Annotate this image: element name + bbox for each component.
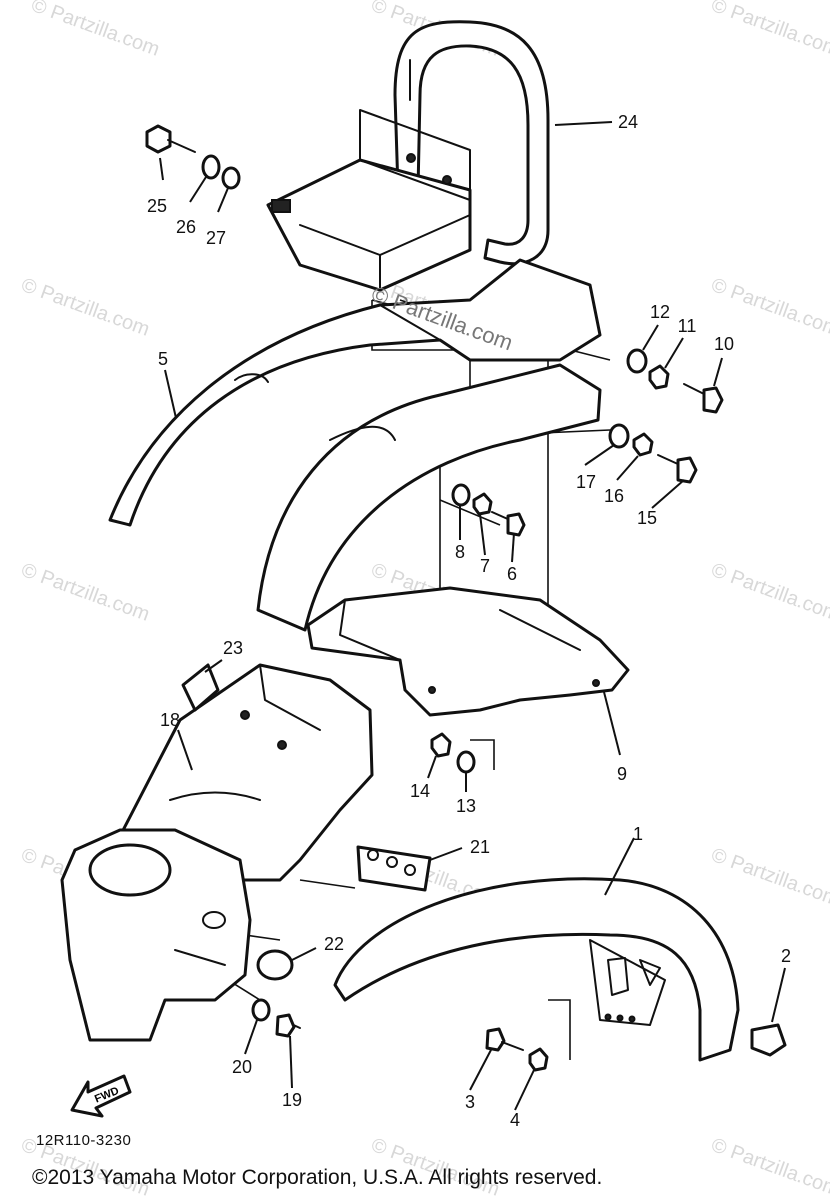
callout-5: 5 bbox=[158, 349, 168, 369]
watermark-text: © Partzilla.com bbox=[708, 559, 830, 626]
callout-27: 27 bbox=[206, 228, 226, 248]
copyright-notice: ©2013 Yamaha Motor Corporation, U.S.A. A… bbox=[32, 1166, 603, 1189]
callout-22: 22 bbox=[324, 934, 344, 954]
plate-21 bbox=[356, 845, 432, 892]
callout-8: 8 bbox=[455, 542, 465, 562]
rear-fender-upper bbox=[256, 363, 602, 632]
callout-12: 12 bbox=[650, 302, 670, 322]
watermark-text: © Partzilla.com bbox=[28, 0, 162, 61]
watermark-text: © Partzilla.com bbox=[708, 844, 830, 911]
hardware bbox=[145, 124, 787, 1072]
rear-fender-strip-5 bbox=[108, 258, 602, 527]
callout-6: 6 bbox=[507, 564, 517, 584]
callout-1: 1 bbox=[633, 824, 643, 844]
grab-bar-24 bbox=[266, 20, 550, 292]
fwd-arrow: FWD bbox=[70, 1074, 132, 1118]
callout-19: 19 bbox=[282, 1090, 302, 1110]
callout-4: 4 bbox=[510, 1110, 520, 1130]
watermark-text: © Partzilla.com bbox=[708, 274, 830, 341]
watermark-text: © Partzilla.com bbox=[708, 0, 830, 61]
front-fender-1 bbox=[333, 877, 740, 1062]
callout-20: 20 bbox=[232, 1057, 252, 1077]
leader-lines bbox=[159, 121, 786, 1111]
grommet-22 bbox=[256, 949, 294, 981]
callout-labels: 24 25 26 27 5 12 11 10 17 16 15 8 7 6 9 … bbox=[147, 112, 791, 1130]
callout-13: 13 bbox=[456, 796, 476, 816]
callout-17: 17 bbox=[576, 472, 596, 492]
watermark-text: © Partzilla.com bbox=[708, 1134, 830, 1200]
rear-fender-lower bbox=[60, 828, 252, 1042]
callout-24: 24 bbox=[618, 112, 638, 132]
watermark-text: © Partzilla.com bbox=[18, 559, 152, 626]
callout-16: 16 bbox=[604, 486, 624, 506]
callout-3: 3 bbox=[465, 1092, 475, 1112]
callout-23: 23 bbox=[223, 638, 243, 658]
callout-15: 15 bbox=[637, 508, 657, 528]
reflector-23 bbox=[181, 663, 220, 712]
callout-25: 25 bbox=[147, 196, 167, 216]
callout-18: 18 bbox=[160, 710, 180, 730]
callout-10: 10 bbox=[714, 334, 734, 354]
callout-14: 14 bbox=[410, 781, 430, 801]
watermark-text: © Partzilla.com bbox=[18, 274, 152, 341]
callout-2: 2 bbox=[781, 946, 791, 966]
callout-7: 7 bbox=[480, 556, 490, 576]
diagram-code: 12R110-3230 bbox=[36, 1132, 132, 1149]
rear-fender-middle-9 bbox=[306, 586, 630, 717]
callout-11: 11 bbox=[678, 316, 697, 336]
callout-26: 26 bbox=[176, 217, 196, 237]
callout-21: 21 bbox=[470, 837, 490, 857]
callout-9: 9 bbox=[617, 764, 627, 784]
